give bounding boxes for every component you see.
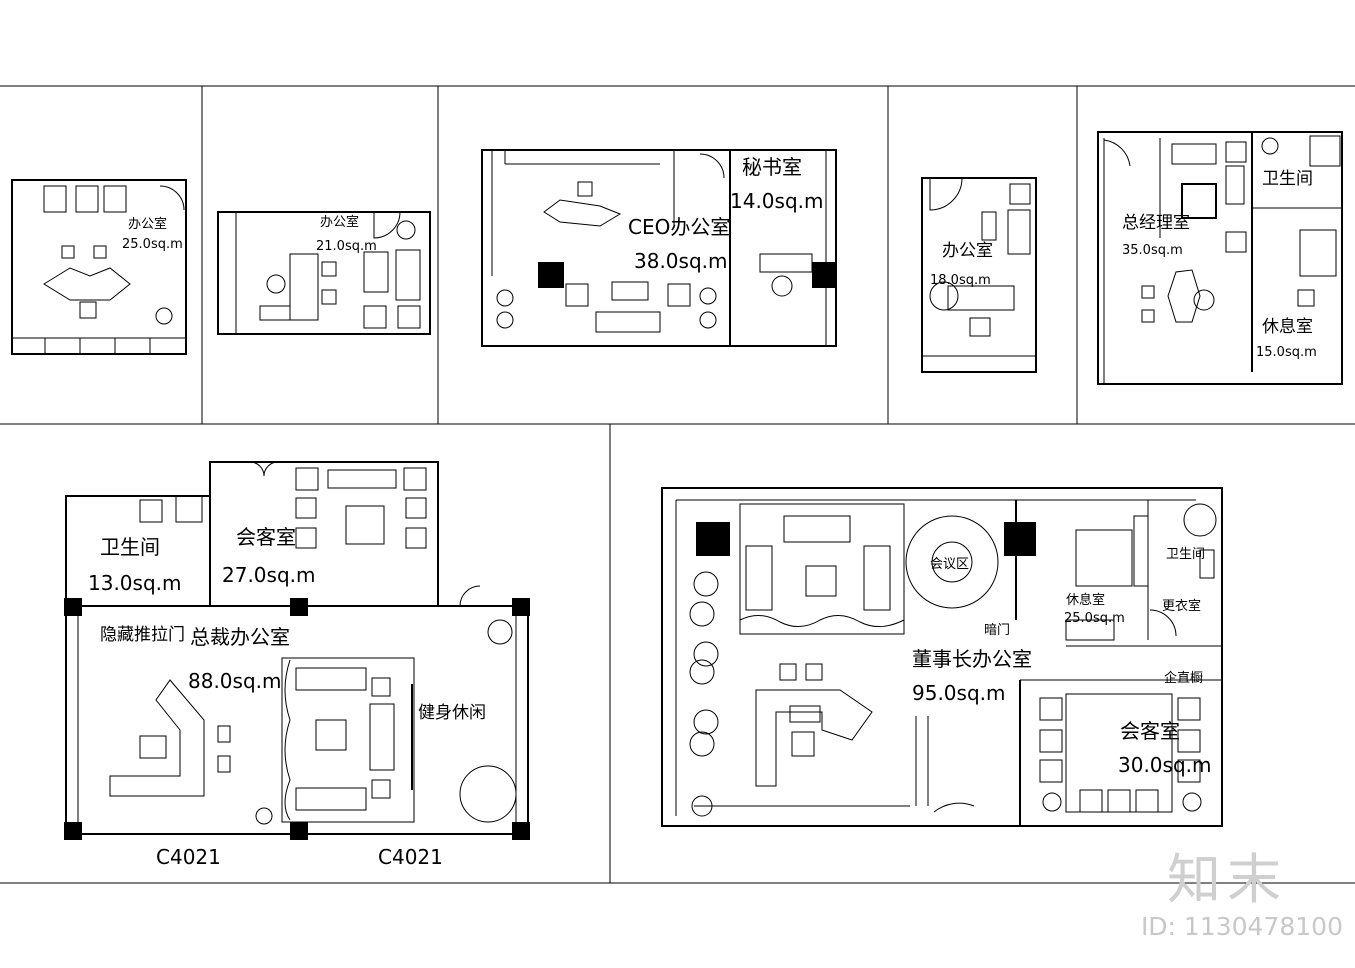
- p3-ceo-area-label: 38.0sq.m: [634, 249, 728, 273]
- p7-guest-label: 会客室: [1120, 719, 1180, 743]
- watermark-id: ID: 1130478100: [1140, 912, 1343, 941]
- p6-guest-label: 会客室: [236, 525, 296, 549]
- watermark-logo: 知末: [1167, 848, 1287, 911]
- p5-gm-room-label: 总经理室: [1122, 213, 1190, 233]
- p6-main-room-label: 总裁办公室: [190, 625, 290, 649]
- p2-room-label: 办公室: [320, 214, 359, 230]
- p4-room-label: 办公室: [942, 241, 993, 261]
- p2-area-label: 21.0sq.m: [316, 239, 377, 254]
- plan-office-25: 办公室 25.0sq.m: [11, 179, 187, 355]
- p6-wc-label: 卫生间: [100, 535, 160, 559]
- p7-hidden-door-label: 暗门: [984, 623, 1010, 638]
- p3-ceo-room-label: CEO办公室: [628, 215, 730, 239]
- sheet-frame: [0, 85, 1355, 884]
- p5-gm-area-label: 35.0sq.m: [1122, 243, 1183, 258]
- p1-area-label: 25.0sq.m: [122, 237, 183, 252]
- p6-window-left-label: C4021: [156, 845, 221, 869]
- p5-rest-room-label: 休息室: [1262, 317, 1313, 337]
- p7-wc-label: 卫生间: [1166, 547, 1205, 562]
- p1-room-label: 办公室: [128, 216, 167, 232]
- p6-hidden-door-label: 隐藏推拉门: [100, 625, 185, 645]
- p3-sec-area-label: 14.0sq.m: [730, 189, 824, 213]
- p7-meeting-label: 会议区: [930, 557, 969, 572]
- p7-cabinet-label: 企直橱: [1164, 670, 1203, 686]
- plan-gm-office: 总经理室 35.0sq.m 卫生间 休息室 15.0sq.m: [1097, 131, 1343, 385]
- p7-main-room-label: 董事长办公室: [912, 647, 1032, 671]
- plan-chairman-office: 会议区 董事长办公室 95.0sq.m 暗门 休息室 25.0sq.m 卫生间 …: [661, 487, 1223, 827]
- plan-president-office: 卫生间 13.0sq.m 会客室 27.0sq.m 隐藏推拉门 总裁办公室 88…: [64, 461, 530, 869]
- p7-rest-area-label: 25.0sq.m: [1064, 611, 1125, 626]
- plan-office-21: 办公室 21.0sq.m: [217, 211, 431, 335]
- p3-sec-room-label: 秘书室: [742, 155, 802, 179]
- plan-ceo-office: CEO办公室 38.0sq.m 秘书室 14.0sq.m: [481, 149, 837, 347]
- p5-wc-label: 卫生间: [1262, 169, 1313, 189]
- p6-gym-label: 健身休闲: [418, 703, 486, 723]
- p6-window-right-label: C4021: [378, 845, 443, 869]
- plan-office-18: 办公室 18.0sq.m: [921, 177, 1037, 373]
- p6-guest-area-label: 27.0sq.m: [222, 563, 316, 587]
- p6-wc-area-label: 13.0sq.m: [88, 571, 182, 595]
- p7-main-area-label: 95.0sq.m: [912, 681, 1006, 705]
- p6-main-area-label: 88.0sq.m: [188, 669, 282, 693]
- p7-dress-label: 更衣室: [1162, 598, 1201, 614]
- p7-guest-area-label: 30.0sq.m: [1118, 753, 1212, 777]
- p7-rest-room-label: 休息室: [1066, 592, 1105, 608]
- p4-area-label: 18.0sq.m: [930, 273, 991, 288]
- p5-rest-area-label: 15.0sq.m: [1256, 345, 1317, 360]
